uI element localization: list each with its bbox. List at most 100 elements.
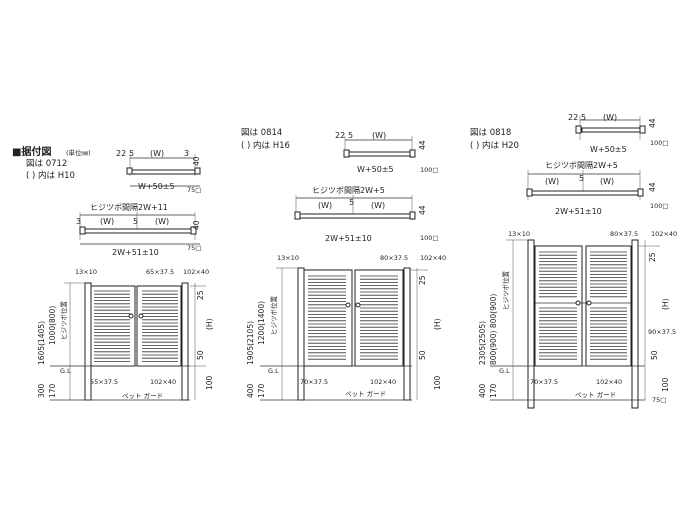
d3-top-44: 44 (648, 118, 657, 128)
d1-top-3: 3 (184, 149, 189, 158)
d3-petguard: ペット ガード (575, 390, 616, 399)
d3-r-75: 75□ (652, 396, 666, 404)
d3-r-25: 25 (648, 252, 657, 262)
d3-13x10: 13×10 (508, 230, 530, 238)
d2-mid-title: ヒジツボ間隔2W+5 (312, 186, 385, 195)
d3-r-50: 50 (650, 350, 659, 360)
d1-gl: G.L (60, 367, 71, 375)
d2-r-h: (H) (433, 318, 442, 330)
d1-mid-5: 5 (133, 217, 138, 226)
d1-top-total: W+50±5 (138, 182, 175, 191)
d2-v-hiji: ヒジツボ位置 (269, 296, 278, 336)
d2-mid-w1: (W) (318, 201, 332, 210)
fig-0818-label: 図は 0818 (470, 128, 511, 138)
d2-mid-100: 100□ (420, 234, 439, 242)
diagram-0814: 22 5 (W) 44 W+50±5 100□ ヒジツボ間隔2W+5 (W) 5… (246, 131, 446, 401)
d1-v-total: 1605(1405) (37, 321, 46, 365)
d3-102x40: 102×40 (651, 230, 677, 238)
d1-top-40: 40 (192, 156, 201, 166)
d2-top-total: W+50±5 (357, 165, 394, 174)
d1-v-hiji: ヒジツボ位置 (59, 301, 68, 341)
d1-mid-w1: (W) (100, 217, 114, 226)
d2-top-22: 22 (335, 131, 345, 140)
d2-top-44: 44 (418, 140, 427, 150)
plan-double-0814: ヒジツボ間隔2W+5 (W) 5 (W) 44 2W+51±10 100□ (294, 186, 439, 243)
d1-top-w: (W) (150, 149, 164, 158)
d3-v-400: 400 (478, 383, 487, 398)
plan-double-0818: ヒジツボ間隔2W+5 (W) 5 (W) 44 2W+51±10 100□ (526, 161, 669, 216)
diagram-0818: 22 5 (W) 44 W+50±5 100□ ヒジツボ間隔2W+5 (W) 5… (478, 113, 677, 409)
d1-55x375: 55×37.5 (90, 378, 118, 386)
d3-mid-title: ヒジツボ間隔2W+5 (545, 161, 618, 170)
elevation-0814: 13×10 80×37.5 102×40 70×37.5 102×40 1905… (246, 254, 446, 401)
d1-top-75: 75□ (187, 186, 201, 194)
d2-102x40: 102×40 (420, 254, 446, 262)
d3-top-total: W+50±5 (590, 145, 627, 154)
d2-top-w: (W) (372, 131, 386, 140)
d3-v-inner: 800(900) 800(900) (489, 294, 498, 365)
plan-single-0712: 22 5 (W) 3 40 W+50±5 75□ (116, 149, 201, 194)
d1-102x40b: 102×40 (150, 378, 176, 386)
d1-r-h: (H) (205, 318, 214, 330)
d2-mid-w2: (W) (371, 201, 385, 210)
d2-80x375: 80×37.5 (380, 254, 408, 262)
d2-petguard: ペット ガード (345, 389, 386, 398)
d2-mid-5: 5 (349, 198, 354, 207)
d1-r-100: 100 (205, 375, 214, 390)
d1-mid-total: 2W+51±10 (112, 248, 159, 257)
d1-v-inner: 1000(800) (48, 306, 57, 345)
d1-top-5: 5 (129, 149, 134, 158)
d2-70x375: 70×37.5 (300, 378, 328, 386)
d3-70x375: 70×37.5 (530, 378, 558, 386)
plan-single-0818: 22 5 (W) 44 W+50±5 100□ (568, 113, 669, 154)
d2-v-total: 1905(2105) (246, 321, 255, 365)
d3-mid-total: 2W+51±10 (555, 207, 602, 216)
d3-80x375: 80×37.5 (610, 230, 638, 238)
elevation-0712: 13×10 65×37.5 102×40 55×37.5 102×40 1605… (37, 268, 214, 401)
d2-mid-total: 2W+51±10 (325, 234, 372, 243)
plan-single-0814: 22 5 (W) 44 W+50±5 100□ (335, 131, 439, 174)
d2-r-25: 25 (418, 275, 427, 285)
d1-r-25: 25 (196, 290, 205, 300)
d3-mid-w2: (W) (600, 177, 614, 186)
d3-v-total: 2305(2505) (478, 321, 487, 365)
d1-v-300: 300 (37, 383, 46, 398)
d2-gl: G.L (268, 367, 279, 375)
diagram-title: ■据付図 (12, 145, 51, 158)
unit-label: (単位㎜) (66, 148, 91, 157)
d1-mid-40: 40 (192, 220, 201, 230)
d2-top-5: 5 (348, 131, 353, 140)
d3-mid-5: 5 (579, 174, 584, 183)
plan-double-0712: ヒジツボ間隔2W+11 3 (W) 5 (W) 40 2W+51±10 75□ (76, 203, 201, 257)
d3-mid-44: 44 (648, 182, 657, 192)
d3-90x375: 90×37.5 (648, 328, 676, 336)
d1-mid-75: 75□ (187, 244, 201, 252)
d3-top-5: 5 (581, 113, 586, 122)
d1-102x40: 102×40 (183, 268, 209, 276)
d2-mid-44: 44 (418, 205, 427, 215)
d2-r-100: 100 (433, 375, 442, 390)
d1-petguard: ペット ガード (122, 391, 163, 400)
d3-top-w: (W) (603, 113, 617, 122)
d1-mid-title: ヒジツボ間隔2W+11 (90, 203, 168, 212)
d2-102x40b: 102×40 (370, 378, 396, 386)
d1-65x375: 65×37.5 (146, 268, 174, 276)
fig-0814-note: ( ) 内は H16 (241, 140, 290, 151)
d2-r-50: 50 (418, 350, 427, 360)
d2-v-170: 170 (257, 383, 266, 398)
d3-top-100: 100□ (650, 139, 669, 147)
d2-v-400: 400 (246, 383, 255, 398)
d2-13x10: 13×10 (277, 254, 299, 262)
fig-0814-label: 図は 0814 (241, 128, 282, 138)
fig-0818-note: ( ) 内は H20 (470, 140, 519, 151)
d1-mid-w2: (W) (155, 217, 169, 226)
elevation-0818: 13×10 80×37.5 102×40 90×37.5 70×37.5 102… (478, 230, 677, 409)
d3-mid-w1: (W) (545, 177, 559, 186)
d1-r-50: 50 (196, 350, 205, 360)
fig-0712-note: ( ) 内は H10 (26, 170, 75, 181)
fig-0712-label: 図は 0712 (26, 159, 67, 169)
d3-102x40b: 102×40 (596, 378, 622, 386)
d1-v-170: 170 (48, 383, 57, 398)
d3-r-h: (H) (661, 298, 670, 310)
